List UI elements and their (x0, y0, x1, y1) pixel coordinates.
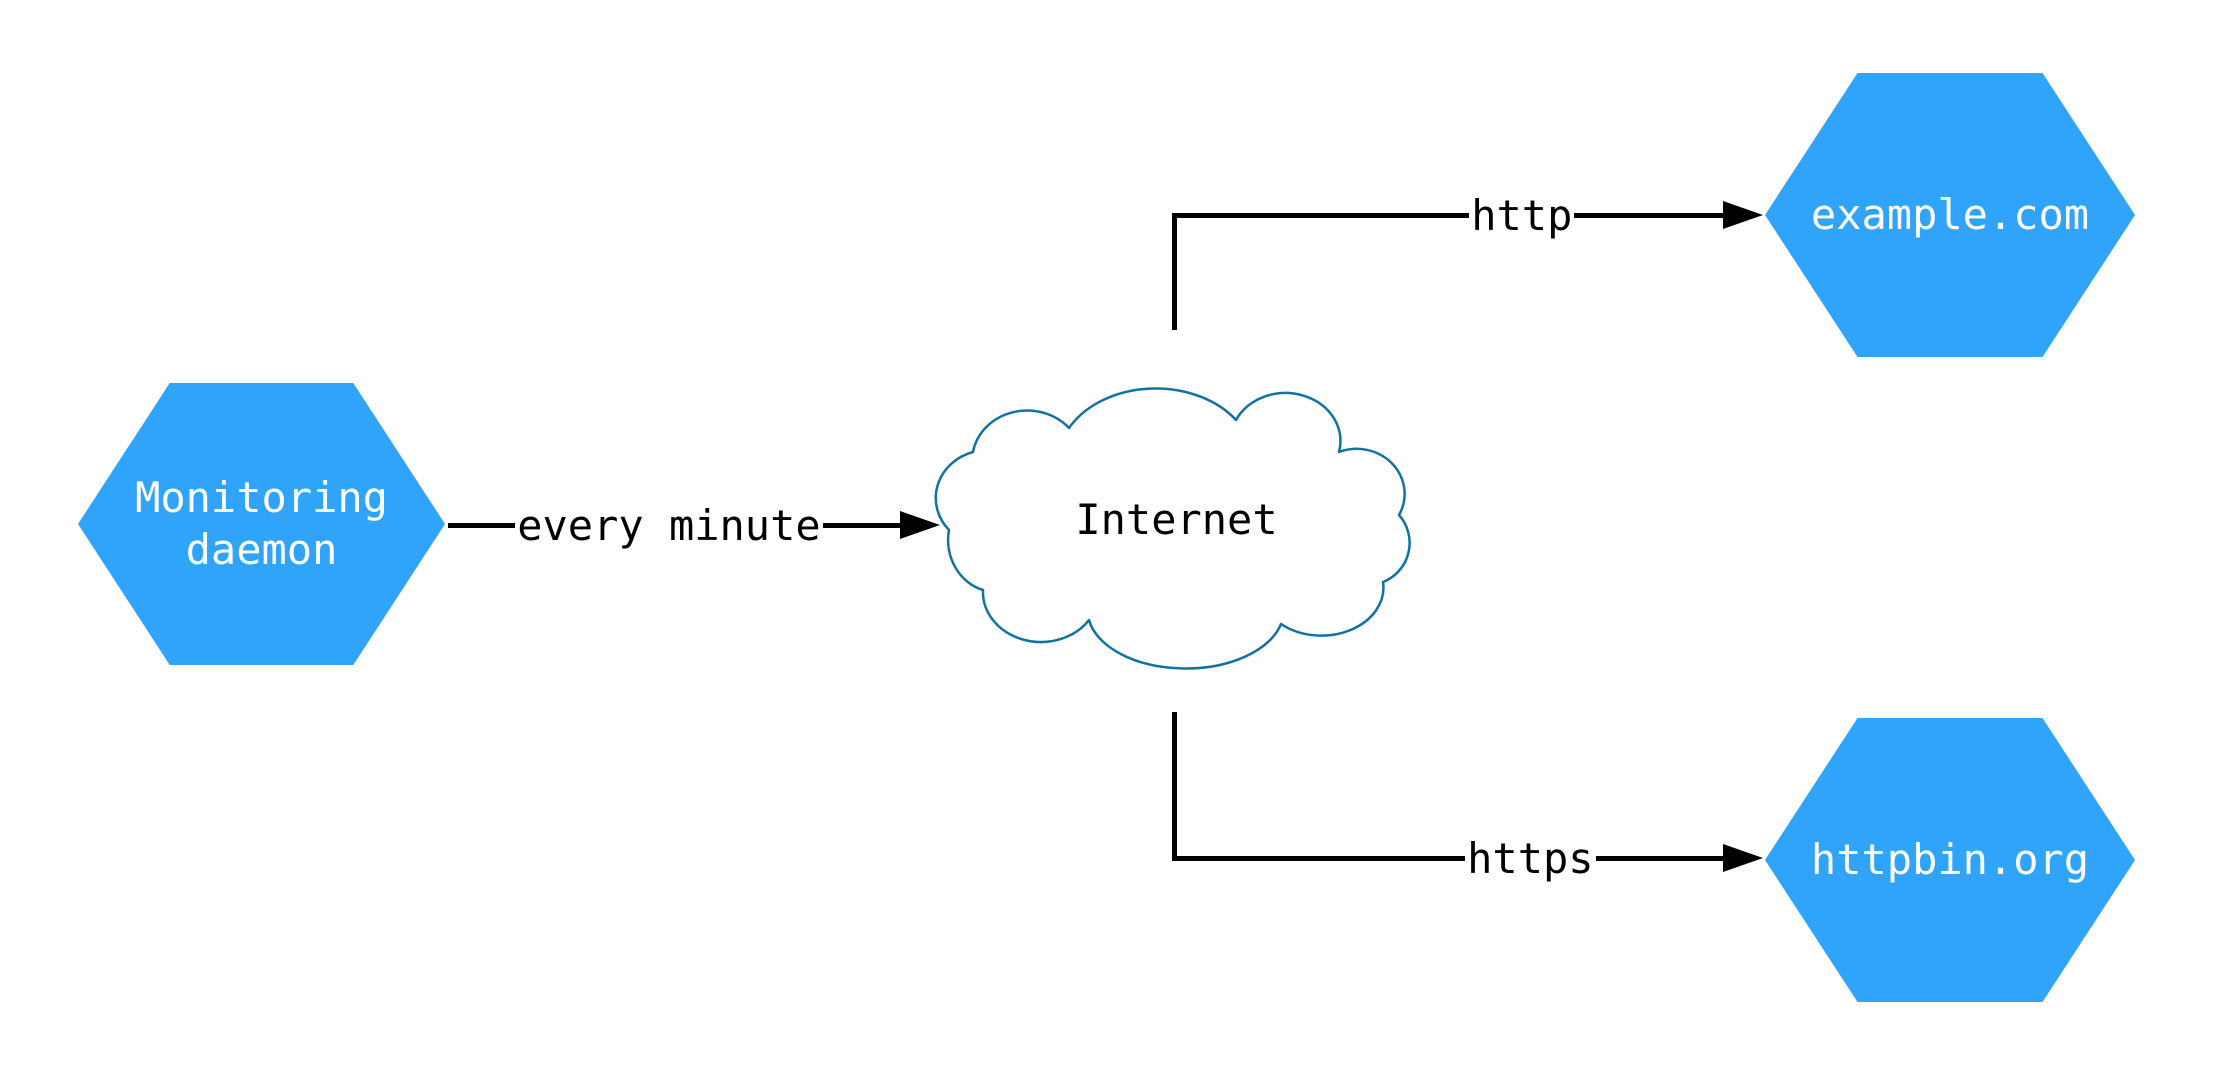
edge-https: https (1172, 834, 1763, 883)
node-label: httpbin.org (1810, 835, 2090, 884)
node-example-com: example.com (1765, 73, 2135, 357)
edge-line (1595, 855, 1723, 861)
arrowhead-icon (900, 511, 940, 539)
edge-label-http: http (1471, 190, 1573, 240)
edge-line (1172, 212, 1470, 218)
cloud-shape-icon (934, 387, 1411, 670)
node-monitoring-daemon: Monitoring daemon (78, 383, 445, 665)
edge-line (1574, 212, 1723, 218)
edge-line (448, 522, 516, 528)
edge-every-minute: every minute (448, 501, 940, 550)
edge-http-vertical (1172, 213, 1177, 330)
node-label: example.com (1810, 190, 2090, 239)
node-label-line: daemon (185, 525, 338, 574)
node-label-internet: Internet (1075, 495, 1278, 544)
node-label-line: Monitoring (135, 473, 388, 522)
edge-line (1172, 855, 1466, 861)
edge-line (822, 522, 900, 528)
arrowhead-icon (1723, 844, 1763, 872)
edge-label-every-minute: every minute (517, 500, 821, 550)
arrowhead-icon (1723, 201, 1763, 229)
node-httpbin-org: httpbin.org (1765, 718, 2135, 1002)
edge-label-https: https (1467, 833, 1594, 883)
node-internet-cloud: Internet (934, 377, 1415, 670)
edge-http: http (1172, 191, 1763, 240)
edge-https-vertical (1172, 712, 1177, 860)
